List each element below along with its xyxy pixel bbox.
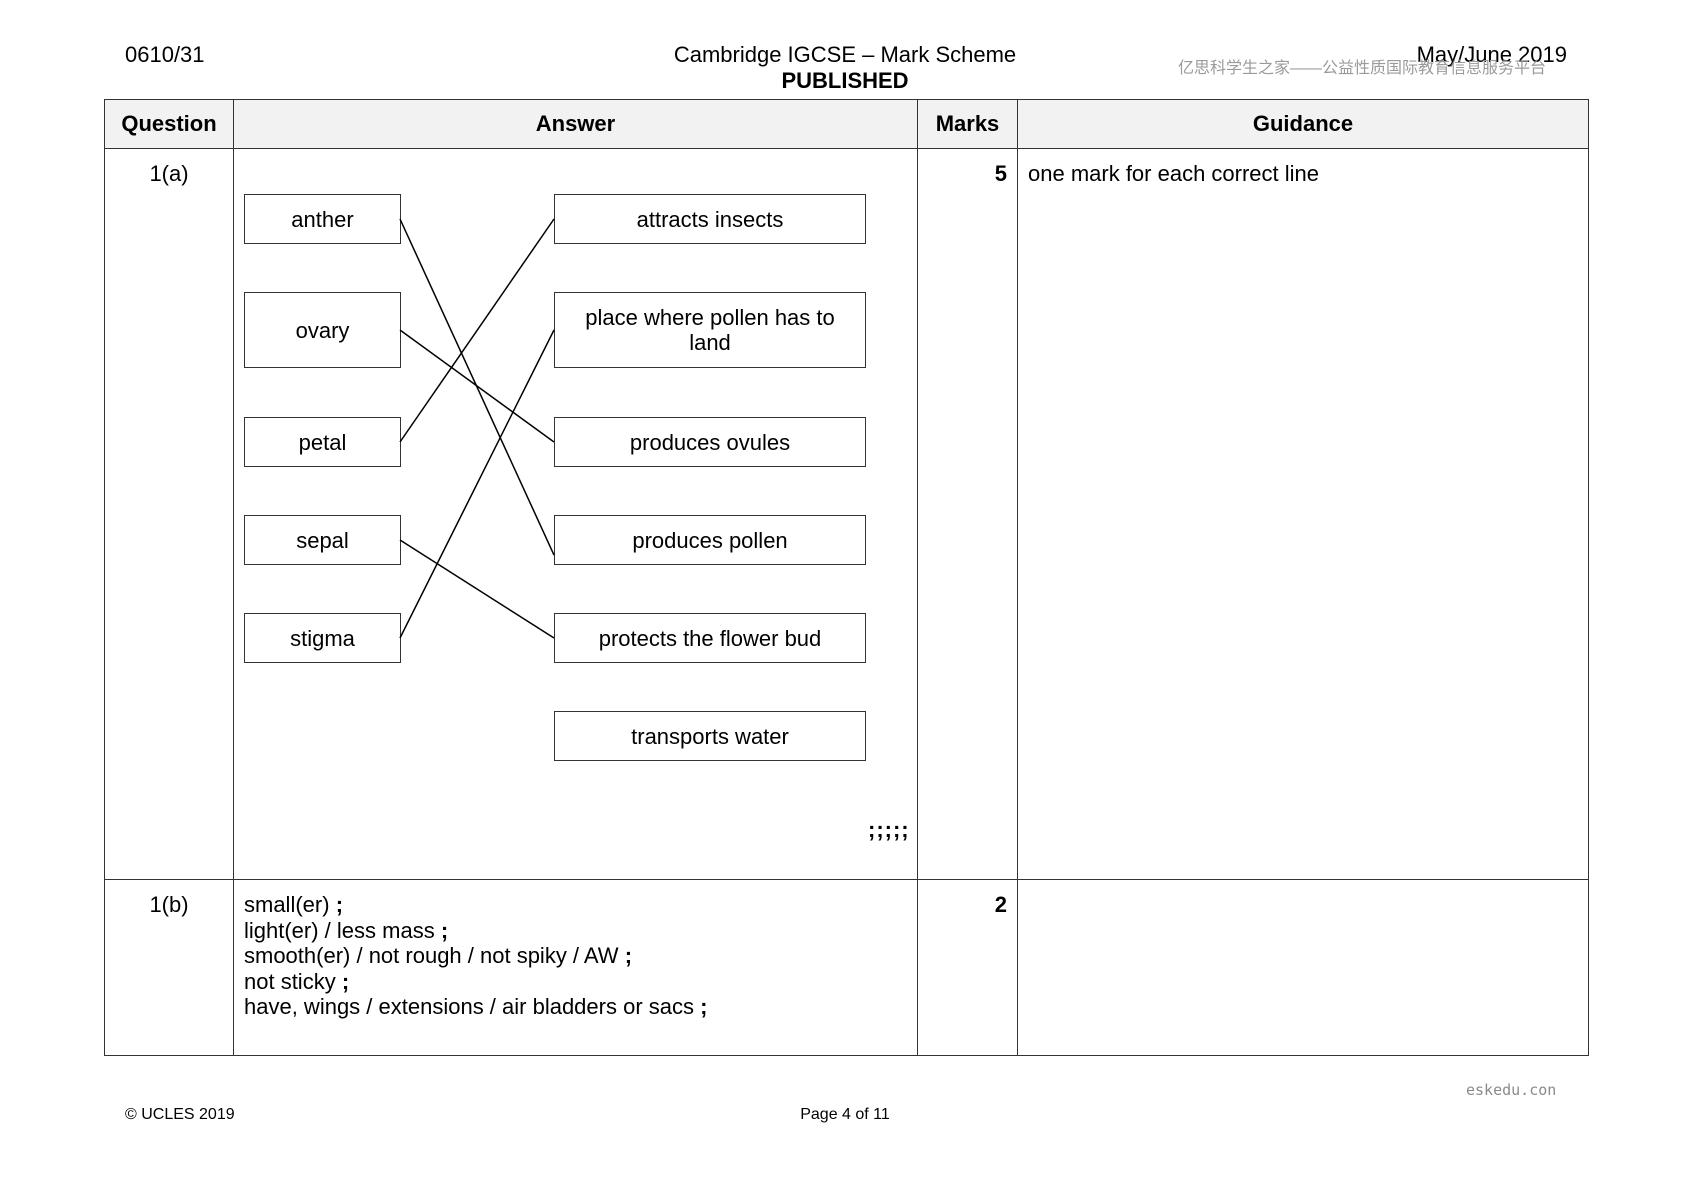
left-term-box: ovary [244,292,401,368]
answer-cell-1b: small(er) ; light(er) / less mass ; smoo… [233,879,918,1056]
exam-session: May/June 2019 [1416,42,1567,67]
right-term-box: transports water [554,711,866,761]
answer-line: small(er) ; [244,892,344,917]
right-term-box: attracts insects [554,194,866,244]
right-term-box: protects the flower bud [554,613,866,663]
question-number: 1(b) [104,879,234,1056]
answer-line: not sticky ; [244,968,350,994]
footer-watermark: eskedu.con [1466,1081,1557,1099]
watermark-text: 亿思科学生之家——公益性质国际教育信息服务平台 [1178,60,1547,77]
page-number: Page 4 of 11 [800,1106,890,1123]
left-term-box: petal [244,417,401,467]
header-answer: Answer [233,99,918,149]
match-line [399,539,555,639]
right-term-box: produces ovules [554,417,866,467]
matching-diagram: anther ovary petal sepal stigma attracts… [234,149,918,879]
document-title: Cambridge IGCSE – Mark Scheme [673,42,1017,67]
answer-line: smooth(er) / not rough / not spiky / AW … [244,943,633,968]
left-term-box: sepal [244,515,401,565]
match-line [399,218,555,556]
answer-list: small(er) ; light(er) / less mass ; smoo… [234,880,917,1020]
table-row-1b: 1(b) small(er) ; light(er) / less mass ;… [104,879,1589,1056]
table-header-row: Question Answer Marks Guidance [104,99,1589,149]
guidance-text: one mark for each correct line [1017,148,1589,880]
match-line [399,329,555,443]
published-label: PUBLISHED [781,68,909,93]
header-marks: Marks [917,99,1018,149]
matching-lines [399,218,555,639]
match-line [399,329,555,639]
header-question: Question [104,99,234,149]
answer-line: have, wings / extensions / air bladders … [244,994,708,1019]
mark-scheme-table: Question Answer Marks Guidance 1(a) anth… [104,99,1589,1056]
question-number: 1(a) [104,148,234,880]
right-term-box: place where pollen has to land [554,292,866,368]
left-term-box: stigma [244,613,401,663]
answer-cell-1a: anther ovary petal sepal stigma attracts… [233,148,918,880]
answer-line: light(er) / less mass ; [244,917,449,943]
mark-points: ;;;;; [868,817,910,842]
marks-value: 2 [917,879,1018,1056]
paper-code: 0610/31 [125,42,205,67]
header-guidance: Guidance [1017,99,1589,149]
table-row-1a: 1(a) anther ovary petal sepal stigma att… [104,148,1589,880]
match-line [399,218,555,443]
guidance-text [1017,879,1589,1056]
marks-value: 5 [917,148,1018,880]
copyright-notice: © UCLES 2019 [125,1106,235,1123]
right-term-box: produces pollen [554,515,866,565]
